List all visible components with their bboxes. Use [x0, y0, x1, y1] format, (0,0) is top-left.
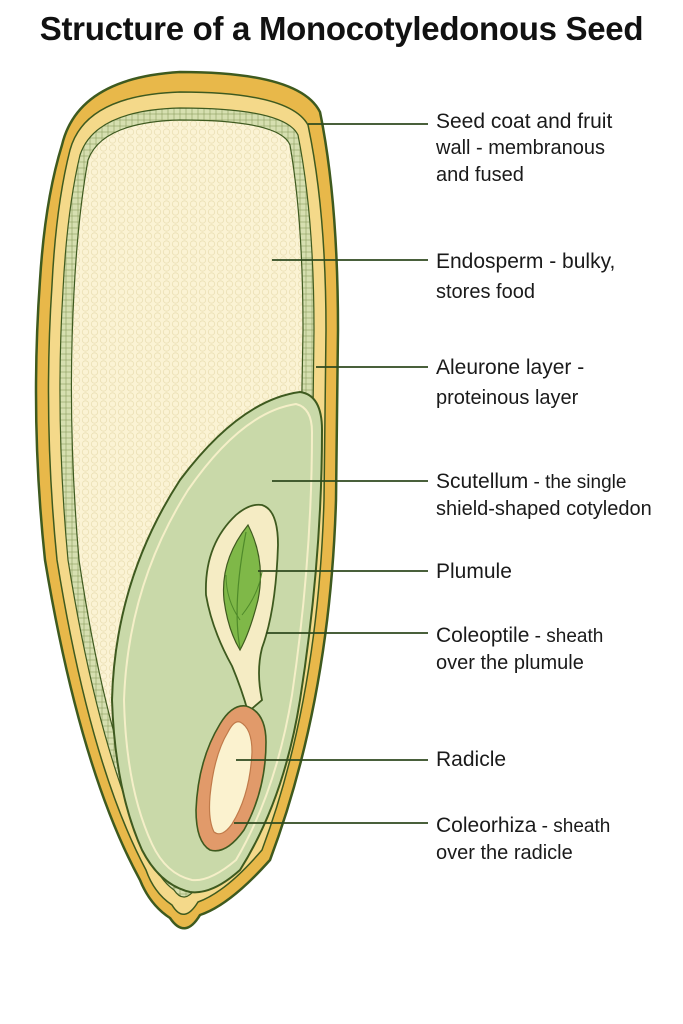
label-coleorhiza: Coleorhiza - sheath over the radicle — [436, 814, 611, 864]
label-coleoptile: Coleoptile - sheath over the plumule — [436, 624, 604, 674]
page-title: Structure of a Monocotyledonous Seed — [39, 10, 644, 47]
leader-lines — [234, 123, 428, 824]
label-radicle: Radicle — [436, 748, 507, 771]
plumule — [222, 523, 262, 652]
radicle — [208, 721, 253, 835]
scutellum-inner-outline — [122, 402, 314, 882]
label-plumule: Plumule — [436, 560, 512, 583]
label-scutellum: Scutellum - the single shield-shaped cot… — [436, 470, 652, 520]
label-aleurone: Aleurone layer - proteinous layer — [436, 356, 585, 409]
label-seed-coat: Seed coat and fruit wall - membranous an… — [436, 110, 613, 186]
label-endosperm: Endosperm - bulky, stores food — [436, 250, 616, 303]
